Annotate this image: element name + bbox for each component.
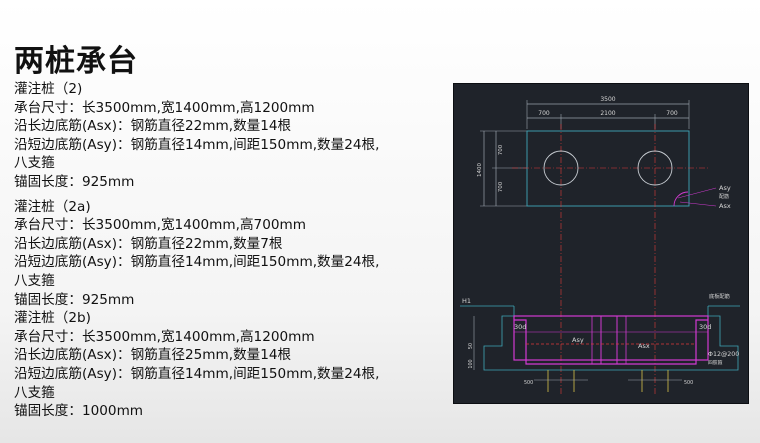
cad-drawing-panel: 3500 700 2100 700 1400 700 700: [453, 83, 749, 404]
section-left-dim-b: 100: [468, 359, 474, 368]
spec-line: 沿短边底筋(Asy)：钢筋直径14mm,间距150mm,数量24根,: [14, 136, 380, 153]
dim-total-label: 3500: [600, 96, 615, 103]
section-asy-label: Asy: [572, 336, 584, 344]
cad-drawing: 3500 700 2100 700 1400 700 700: [460, 96, 740, 394]
section-asx-label: Asx: [638, 342, 650, 350]
dim-side-top: 700: [498, 144, 504, 155]
stirrup-label: Φ12@200: [708, 350, 739, 358]
section-top-note: 底板配筋: [709, 292, 730, 300]
spec-line: 承台尺寸：长3500mm,宽1400mm,高1200mm: [14, 328, 315, 345]
pile-cap-spec-list: 灌注桩（2) 承台尺寸：长3500mm,宽1400mm,高1200mm 沿长边底筋(…: [14, 80, 434, 421]
section-view: H1 30d 30d Asy Asx 底板配筋 Φ12@200 四肢箍 50 1…: [460, 292, 740, 392]
spec-heading: 灌注桩（2a): [14, 198, 91, 215]
spec-line: 承台尺寸：长3500mm,宽1400mm,高700mm: [14, 217, 306, 234]
plan-view: Asy 配筋 Asx: [512, 124, 731, 394]
spec-line: 沿长边底筋(Asx)：钢筋直径22mm,数量7根: [14, 235, 283, 252]
spec-line: 八支箍: [14, 155, 55, 172]
spec-line: 锚固长度：1000mm: [14, 403, 144, 420]
dim-side-total: 1400: [477, 163, 483, 177]
spec-line: 沿短边底筋(Asy)：钢筋直径14mm,间距150mm,数量24根,: [14, 365, 380, 382]
spec-line: 八支箍: [14, 272, 55, 289]
spec-line: 沿长边底筋(Asx)：钢筋直径22mm,数量14根: [14, 118, 292, 135]
spec-line: 锚固长度：925mm: [14, 173, 135, 190]
section-30d-right: 30d: [699, 323, 711, 331]
spec-line: 沿短边底筋(Asy)：钢筋直径14mm,间距150mm,数量24根,: [14, 254, 380, 271]
h1-label: H1: [462, 297, 471, 305]
page-title: 两桩承台: [14, 44, 138, 79]
pile-cap-spec-block: 灌注桩（2b)承台尺寸：长3500mm,宽1400mm,高1200mm 沿长边底筋…: [14, 309, 434, 421]
pile-cap-spec-block: 灌注桩（2) 承台尺寸：长3500mm,宽1400mm,高1200mm 沿长边底筋(…: [14, 80, 434, 192]
section-30d-left: 30d: [514, 323, 526, 331]
spec-line: 八支箍: [14, 384, 55, 401]
plan-asx-label: Asx: [719, 202, 731, 210]
spec-line: 锚固长度：925mm: [14, 291, 135, 308]
dim-segment-middle: 2100: [600, 110, 615, 117]
dim-segment-right: 700: [666, 110, 678, 117]
dim-side-bottom: 700: [498, 181, 504, 192]
plan-asy-label: Asy: [719, 184, 731, 192]
pile-right-label: 500: [684, 380, 693, 386]
pile-left-label: 500: [524, 380, 533, 386]
spec-heading: 灌注桩（2b): [14, 310, 91, 327]
plan-note-label: 配筋: [719, 193, 729, 200]
spec-line: 沿长边底筋(Asx)：钢筋直径25mm,数量14根: [14, 347, 292, 364]
dim-segment-left: 700: [538, 110, 550, 117]
section-left-dim-a: 50: [468, 343, 474, 349]
stirrup-note: 四肢箍: [708, 359, 723, 366]
spec-heading: 灌注桩（2): [14, 81, 83, 97]
spec-line: 承台尺寸：长3500mm,宽1400mm,高1200mm: [14, 99, 315, 116]
